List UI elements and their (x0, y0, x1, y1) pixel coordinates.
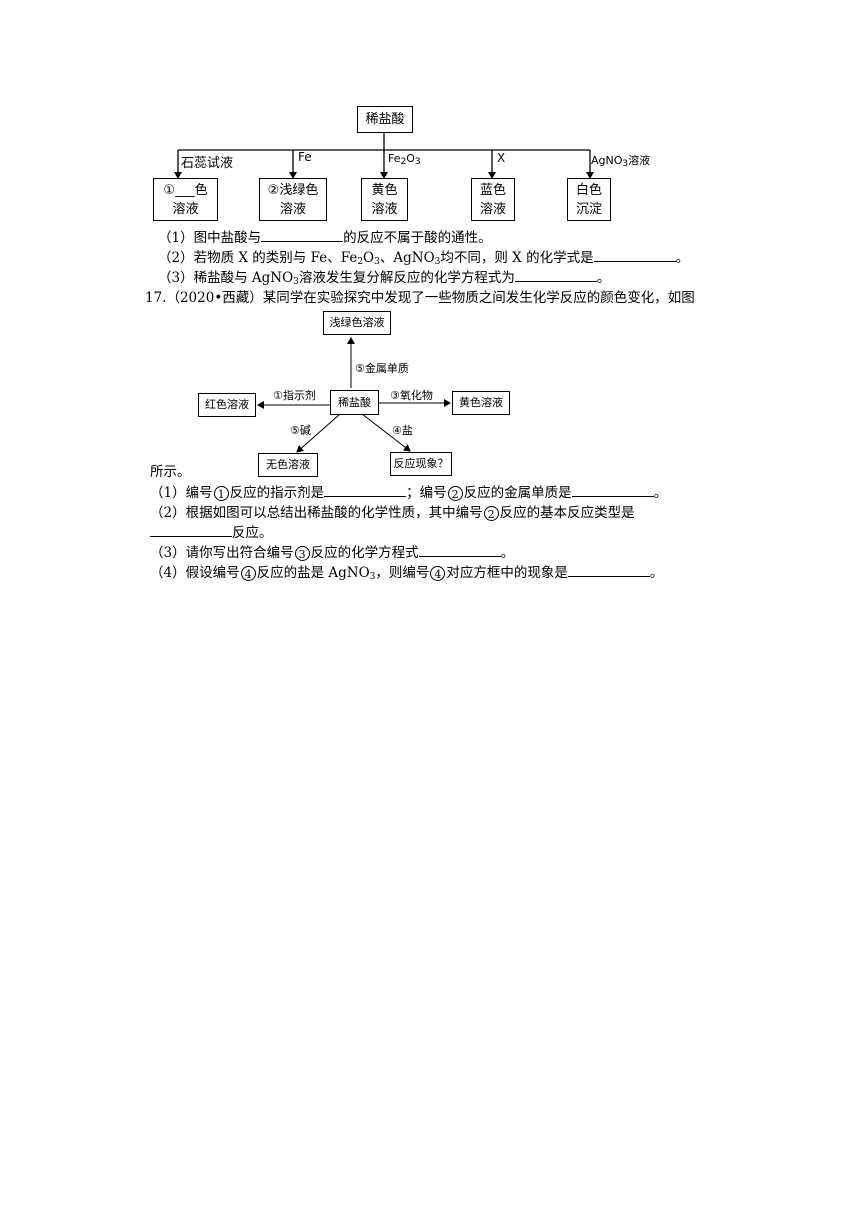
fig1-top-label: 稀盐酸 (365, 112, 405, 127)
fig2-bottom-left-box: 无色溶液 (258, 453, 318, 477)
fig1-branch-label-fe: Fe (298, 150, 312, 164)
fig2-center-box: 稀盐酸 (330, 390, 379, 415)
q16-line3: （3）稀盐酸与 AgNO3溶液发生复分解反应的化学方程式为。 (158, 270, 611, 287)
q17-line2-cont: 反应。 (150, 524, 273, 542)
fig2-right-box: 黄色溶液 (452, 391, 510, 415)
fig1-branch-label-fe2o3: Fe2O3 (388, 152, 421, 167)
fig2-left-box: 红色溶液 (198, 393, 256, 417)
fig1-branch-label-litmus: 石蕊试液 (181, 156, 234, 171)
fig1-box-litmus: ①___色 溶液 (153, 178, 218, 221)
fig2-lbl-right: ③氧化物 (390, 389, 433, 402)
fig1-branch-label-x: X (497, 151, 506, 165)
fig2-top-box: 浅绿色溶液 (323, 311, 391, 335)
fig2-bottom-right-box: 反应现象？ (390, 452, 452, 476)
fig2-lbl-bottom-left: ⑤碱 (290, 424, 311, 437)
q17-after-figure: 所示。 (150, 464, 191, 480)
fig2-lbl-top: ⑤金属单质 (355, 362, 409, 375)
fig1-box-agno3: 白色 沉淀 (567, 178, 611, 221)
fig2-lbl-left: ①指示剂 (273, 389, 316, 402)
q16-line2: （2）若物质 X 的类别与 Fe、Fe2O3、AgNO3均不同，则 X 的化学式… (158, 250, 690, 267)
fig1-box-x: 蓝色 溶液 (471, 178, 515, 221)
q16-line1: （1）图中盐酸与的反应不属于酸的通性。 (158, 230, 492, 246)
fig2-lbl-bottom-right: ④盐 (392, 424, 413, 437)
fig1-branch-label-agno3: AgNO3溶液 (591, 154, 651, 169)
fig1-top-box: 稀盐酸 (357, 106, 413, 133)
fig1-box-fe: ②浅绿色 溶液 (259, 178, 327, 221)
fig1-box-fe2o3: 黄色 溶液 (361, 178, 408, 221)
q17-intro: 17.（2020•西藏）某同学在实验探究中发现了一些物质之间发生化学反应的颜色变… (145, 290, 695, 306)
